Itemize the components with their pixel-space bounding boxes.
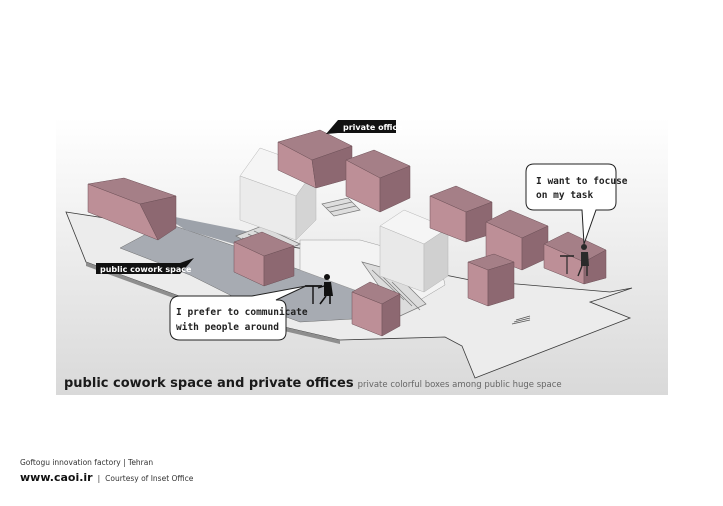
footer-credit-text: Courtesy of Inset Office — [105, 474, 194, 483]
speech-bubble-right-line-1: I want to focuse — [536, 176, 628, 187]
white-box-left — [239, 147, 317, 241]
pink-box-right-3 — [543, 231, 607, 285]
caption-title: public cowork space and private offices — [64, 376, 354, 391]
stairs-center — [321, 197, 361, 217]
footer-project: Goftogu innovation factory | Tehran — [20, 458, 153, 467]
speech-bubble-right: I want to focuse on my task — [525, 163, 628, 245]
public-cowork-label: public cowork space — [96, 258, 194, 274]
white-box-right — [379, 209, 449, 293]
pink-box-center-bottom — [351, 281, 401, 337]
footer-website-link[interactable]: www.caoi.ir — [20, 471, 93, 484]
person-at-desk-cowork — [305, 274, 333, 305]
speech-bubble-left-line-1: I prefer to communicate — [176, 307, 308, 318]
pink-box-far-left — [87, 177, 177, 241]
speech-bubble-left-line-2: with people around — [176, 322, 279, 333]
pink-box-right-1 — [429, 185, 493, 243]
footer-credits: www.caoi.ir | Courtesy of Inset Office — [20, 471, 193, 484]
stairs-bottom — [511, 315, 531, 325]
speech-bubble-left: I prefer to communicate with people arou… — [169, 285, 308, 341]
footer-project-text: Goftogu innovation factory | Tehran — [20, 458, 154, 467]
caption-subtitle: private colorful boxes among public huge… — [357, 380, 562, 390]
floor-slab-edge — [86, 262, 340, 344]
person-at-desk-office — [560, 244, 589, 277]
private-office-label-text: private office — [343, 123, 403, 132]
speech-bubble-right-line-2: on my task — [536, 190, 593, 201]
public-cowork-label-text: public cowork space — [100, 265, 192, 274]
private-office-label: private office — [326, 120, 403, 134]
pink-box-top-1 — [277, 129, 353, 189]
pink-box-lower-right — [467, 253, 515, 307]
pink-box-top-2 — [345, 149, 411, 213]
footer-separator: | — [97, 474, 101, 483]
pink-box-center-left — [233, 231, 295, 287]
